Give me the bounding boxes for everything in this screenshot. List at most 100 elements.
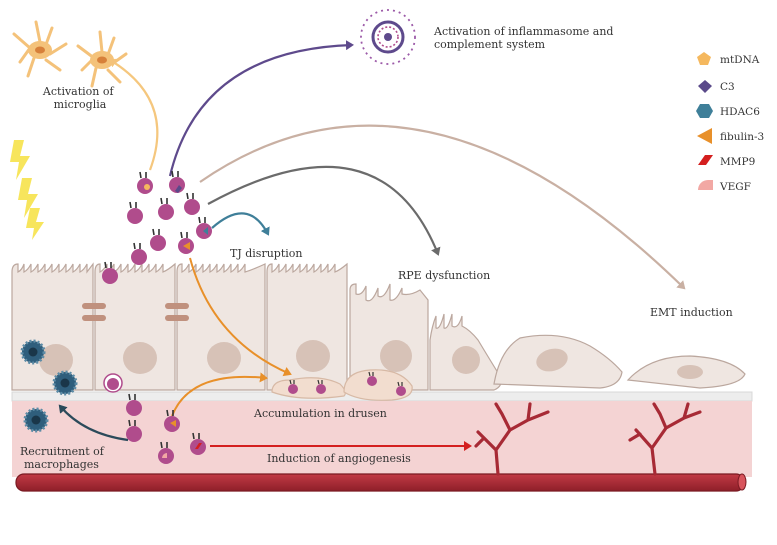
- pentagon-icon: [697, 52, 711, 65]
- vesicle: [288, 379, 298, 394]
- label-rpe-dysfunction: RPE dysfunction: [398, 269, 490, 282]
- vesicle: [184, 192, 200, 215]
- vesicle: [137, 171, 153, 194]
- tight-junction: [165, 303, 189, 309]
- rpe-cell: [176, 263, 266, 391]
- triangle-icon: [697, 128, 712, 144]
- tight-junction: [82, 303, 106, 309]
- microglia-processes: [12, 20, 68, 78]
- label-line: macrophages: [24, 458, 99, 471]
- vesicle: [126, 419, 142, 442]
- vesicle: [178, 231, 194, 254]
- microglia-bodies: [28, 41, 114, 69]
- exosome-vesicles: [102, 170, 406, 464]
- legend-item-hdac6: HDAC6: [696, 104, 760, 118]
- legend-label: HDAC6: [720, 106, 760, 118]
- nucleus: [296, 340, 330, 372]
- hexagon-icon: [696, 104, 713, 118]
- vesicle: [150, 228, 166, 251]
- arrow-drusen-bottom: [171, 372, 268, 417]
- choroidal-vessel: [15, 473, 745, 492]
- drusen: [343, 369, 413, 401]
- arrow-emt: [199, 124, 686, 290]
- inflammasome-complex: [360, 9, 416, 65]
- arrow-rpe: [207, 165, 441, 256]
- arrow-macrophages: [58, 404, 129, 442]
- vesicle: [131, 242, 147, 265]
- tight-junction: [165, 315, 189, 321]
- label-line: complement system: [434, 38, 546, 51]
- diamond-icon: [698, 80, 712, 93]
- nucleus: [536, 348, 568, 372]
- label-line: Activation of inflammasome and: [433, 25, 613, 38]
- label-inflammasome: Activation of inflammasome and complemen…: [433, 25, 617, 51]
- macrophage-nucleus: [28, 347, 38, 357]
- nucleus: [380, 340, 412, 372]
- vesicle: [103, 373, 123, 393]
- angiogenic-sprouts: [474, 402, 702, 476]
- lightning-icon: [18, 178, 38, 218]
- legend-label: fibulin-3: [720, 131, 764, 143]
- label-line: Recruitment of: [20, 445, 105, 458]
- label-macrophages: Recruitment of macrophages: [20, 445, 107, 471]
- new-vessel: [628, 402, 702, 476]
- tight-junction: [82, 315, 106, 321]
- tight-junctions: [82, 303, 189, 321]
- vesicle: [169, 170, 185, 193]
- label-microglia: Activation of microglia: [42, 85, 117, 111]
- vesicle: [164, 409, 180, 432]
- vesicle: [127, 201, 143, 224]
- arrow-drusen-top: [189, 257, 292, 377]
- microglia-processes: [76, 30, 128, 88]
- label-angiogenesis: Induction of angiogenesis: [267, 452, 411, 465]
- vesicle: [126, 393, 142, 416]
- legend: mtDNA C3 HDAC6 fibulin-3 MMP9 VEGF: [696, 52, 764, 193]
- inflammasome-spikes: [360, 9, 416, 65]
- vesicle: [367, 371, 377, 386]
- inflammasome-core: [384, 33, 392, 41]
- vesicle: [158, 197, 174, 220]
- lightning-icon: [26, 208, 44, 240]
- nuclei: [39, 340, 703, 379]
- arrow-tj: [211, 212, 270, 236]
- nucleus: [39, 344, 73, 376]
- legend-item-vegf: VEGF: [698, 180, 751, 193]
- nucleus: [677, 365, 703, 379]
- rpe-cell-layer: [11, 262, 746, 391]
- new-vessel: [474, 402, 550, 476]
- quarter-circle-icon: [698, 180, 713, 190]
- arrow-inflammasome: [168, 40, 354, 177]
- macrophage-nucleus: [31, 415, 41, 425]
- label-tj-disruption: TJ disruption: [230, 247, 302, 260]
- legend-label: C3: [720, 81, 735, 93]
- nucleus: [452, 346, 480, 374]
- legend-item-mtdna: mtDNA: [697, 52, 760, 66]
- nucleus: [207, 342, 241, 374]
- legend-label: MMP9: [720, 156, 755, 168]
- vesicle: [396, 381, 406, 396]
- legend-item-mmp9: MMP9: [698, 155, 755, 168]
- nucleus: [123, 342, 157, 374]
- macrophages: [20, 339, 78, 433]
- legend-label: mtDNA: [720, 54, 760, 66]
- vesicle: [190, 432, 206, 455]
- label-line: Activation of: [42, 85, 115, 98]
- label-emt-induction: EMT induction: [650, 306, 733, 319]
- vesicle: [316, 379, 326, 394]
- microglia-cells: [12, 20, 128, 88]
- vessel-opening: [737, 473, 747, 491]
- legend-item-c3: C3: [698, 80, 735, 93]
- vesicle: [196, 216, 212, 239]
- legend-label: VEGF: [719, 181, 751, 193]
- microglia-nucleus: [97, 56, 107, 64]
- vesicle: [158, 441, 174, 464]
- label-drusen: Accumulation in drusen: [253, 407, 387, 420]
- vesicle: [102, 261, 118, 284]
- arrow-microglia: [108, 58, 159, 171]
- legend-item-fibulin-3: fibulin-3: [697, 128, 764, 144]
- parallelogram-icon: [698, 155, 713, 165]
- lightning-icon: [10, 140, 30, 180]
- macrophage-nucleus: [60, 378, 70, 388]
- rpe-cell: [266, 262, 348, 391]
